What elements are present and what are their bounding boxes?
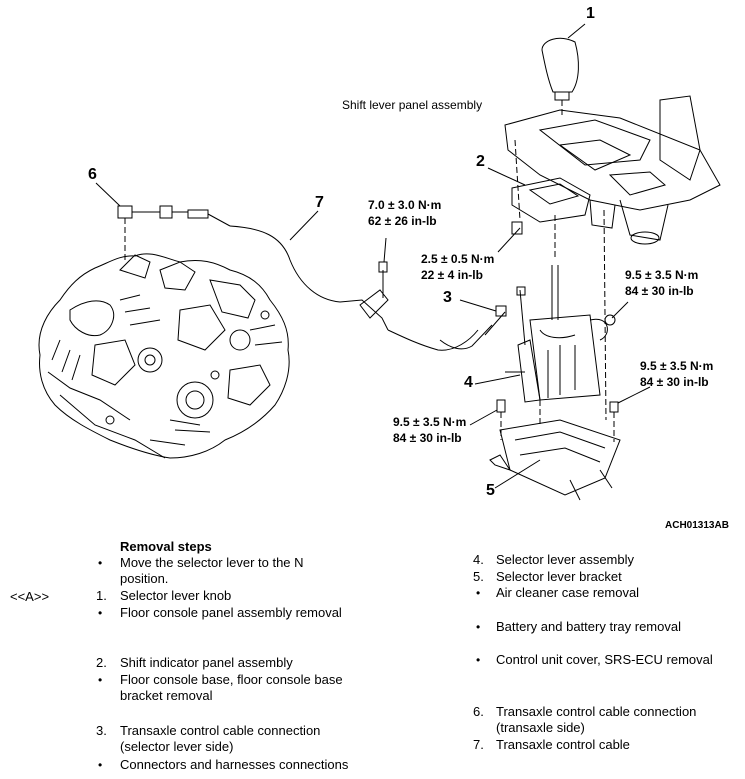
- lever-assembly-illustration: [505, 265, 616, 403]
- callout-3: 3: [443, 289, 452, 306]
- step-number: 7.: [473, 737, 484, 752]
- torque-nm: 2.5 ± 0.5 N·m: [421, 252, 495, 266]
- step-text-line: Selector lever knob: [120, 588, 232, 603]
- callout-1: 1: [586, 5, 595, 22]
- panel-assembly-illustration: [504, 95, 721, 421]
- bullet-icon: •: [98, 606, 103, 620]
- torque-nm: 7.0 ± 3.0 N·m: [368, 198, 442, 212]
- exploded-diagram: [38, 23, 721, 501]
- bracket-illustration: [489, 399, 621, 501]
- service-marker-a: <<A>>: [10, 589, 49, 605]
- cable-end-illustration: [117, 205, 231, 262]
- bullet-icon: •: [98, 758, 103, 772]
- torque-spec-lower-right: 9.5 ± 3.5 N·m 84 ± 30 in-lb: [640, 358, 713, 390]
- torque-inlb: 22 ± 4 in-lb: [421, 268, 483, 282]
- step-number: 1.: [96, 588, 107, 603]
- step-number: 4.: [473, 552, 484, 567]
- torque-inlb: 84 ± 30 in-lb: [625, 284, 694, 298]
- step-text-line: Move the selector lever to the N: [120, 555, 304, 570]
- step-text-line: Connectors and harnesses connections: [120, 757, 349, 772]
- removal-steps-heading: Removal steps: [120, 539, 212, 555]
- torque-nm: 9.5 ± 3.5 N·m: [640, 359, 714, 373]
- torque-spec-indicator-panel: 2.5 ± 0.5 N·m 22 ± 4 in-lb: [421, 251, 494, 283]
- step-text-line: Floor console base, floor console base: [120, 672, 343, 687]
- callout-6: 6: [88, 166, 97, 183]
- step-number: 5.: [473, 569, 484, 584]
- transaxle-illustration: [38, 253, 290, 459]
- step-text-line: Battery and battery tray removal: [496, 619, 681, 634]
- callout-7: 7: [315, 194, 324, 211]
- callout-4: 4: [464, 374, 473, 391]
- torque-spec-cable-bolt: 7.0 ± 3.0 N·m 62 ± 26 in-lb: [368, 197, 441, 229]
- step-text-line: Selector lever bracket: [496, 569, 622, 584]
- step-number: 6.: [473, 704, 484, 719]
- heading-text: Removal steps: [120, 539, 212, 554]
- bullet-icon: •: [98, 556, 103, 570]
- torque-spec-lower-left: 9.5 ± 3.5 N·m 84 ± 30 in-lb: [393, 414, 466, 446]
- step-text-line: Selector lever assembly: [496, 552, 634, 567]
- torque-nm: 9.5 ± 3.5 N·m: [393, 415, 467, 429]
- step-text-line: Transaxle control cable connection: [496, 704, 697, 719]
- step-number: 2.: [96, 655, 107, 670]
- leader-lines: [95, 23, 651, 489]
- step-text-line: (selector lever side): [120, 739, 234, 754]
- torque-inlb: 84 ± 30 in-lb: [393, 431, 462, 445]
- control-cable-illustration: [229, 225, 507, 351]
- figure-code: ACH01313AB: [665, 520, 729, 531]
- callout-2: 2: [476, 153, 485, 170]
- bullet-icon: •: [476, 620, 481, 634]
- step-text-line: Control unit cover, SRS-ECU removal: [496, 652, 713, 667]
- indicator-panel-illustration: [511, 177, 591, 260]
- step-text-line: Transaxle control cable: [496, 737, 630, 752]
- torque-inlb: 84 ± 30 in-lb: [640, 375, 709, 389]
- bullet-icon: •: [98, 673, 103, 687]
- step-text-line: Air cleaner case removal: [496, 585, 640, 600]
- step-text-line: position.: [120, 571, 169, 586]
- step-text-line: bracket removal: [120, 688, 213, 703]
- step-text-line: (transaxle side): [496, 720, 585, 735]
- step-text-line: Floor console panel assembly removal: [120, 605, 342, 620]
- torque-spec-upper-right: 9.5 ± 3.5 N·m 84 ± 30 in-lb: [625, 267, 698, 299]
- callout-5: 5: [486, 482, 495, 499]
- step-text-line: Transaxle control cable connection: [120, 723, 321, 738]
- bullet-icon: •: [476, 586, 481, 600]
- knob-illustration: [541, 37, 579, 118]
- marker-text: <<A>>: [10, 589, 50, 604]
- shift-panel-label: Shift lever panel assembly: [342, 98, 483, 112]
- torque-inlb: 62 ± 26 in-lb: [368, 214, 437, 228]
- step-text-line: Shift indicator panel assembly: [120, 655, 293, 670]
- torque-nm: 9.5 ± 3.5 N·m: [625, 268, 699, 282]
- step-number: 3.: [96, 723, 107, 738]
- bullet-icon: •: [476, 653, 481, 667]
